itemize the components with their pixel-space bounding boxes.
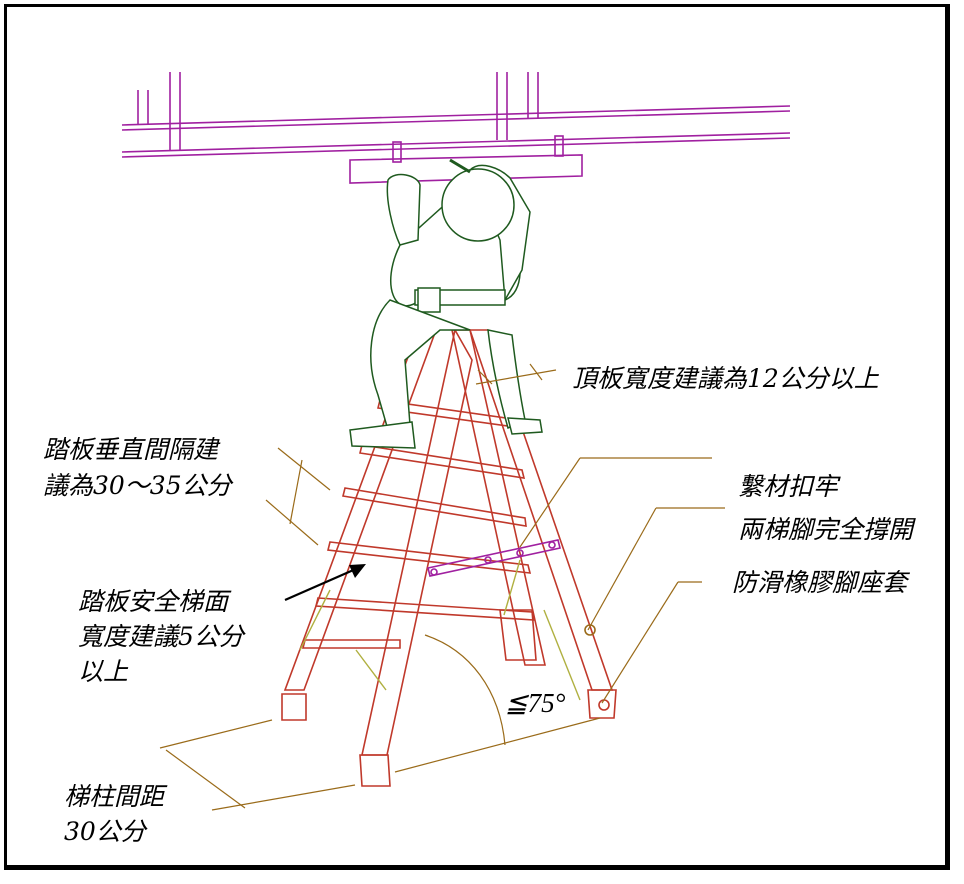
leg-spacing-label-line1: 梯柱間距: [64, 782, 165, 811]
legs-open-label: 兩梯腳完全撐開: [738, 515, 914, 544]
ceiling-beams: [121, 72, 791, 184]
tread-width-label-line1: 踏板安全梯面: [78, 587, 229, 616]
anti-slip-label: 防滑橡膠腳座套: [732, 568, 908, 597]
step-spacing-label-line1: 踏板垂直間隔建: [43, 435, 219, 464]
tread-arrow: [284, 564, 366, 602]
dimension-lines: [159, 363, 725, 811]
leg-braces: [299, 559, 581, 701]
leg-spacing-label-line2: 30公分: [64, 817, 146, 846]
ladder-front-legs: [281, 327, 473, 787]
diagram-frame: [4, 4, 950, 870]
tread-width-label-line2: 寬度建議5公分: [78, 622, 244, 651]
ladder-treads: [301, 399, 536, 649]
step-spacing-label-line2: 議為30～35公分: [43, 471, 232, 500]
spreader-bar: [427, 539, 561, 577]
fasten-label: 繫材扣牢: [738, 472, 839, 501]
tread-width-label-line3: 以上: [78, 657, 129, 686]
top-plate-width-label: 頂板寬度建議為12公分以上: [572, 364, 879, 393]
angle-label: ≦75°: [505, 688, 566, 718]
worker-figure: [349, 158, 543, 449]
